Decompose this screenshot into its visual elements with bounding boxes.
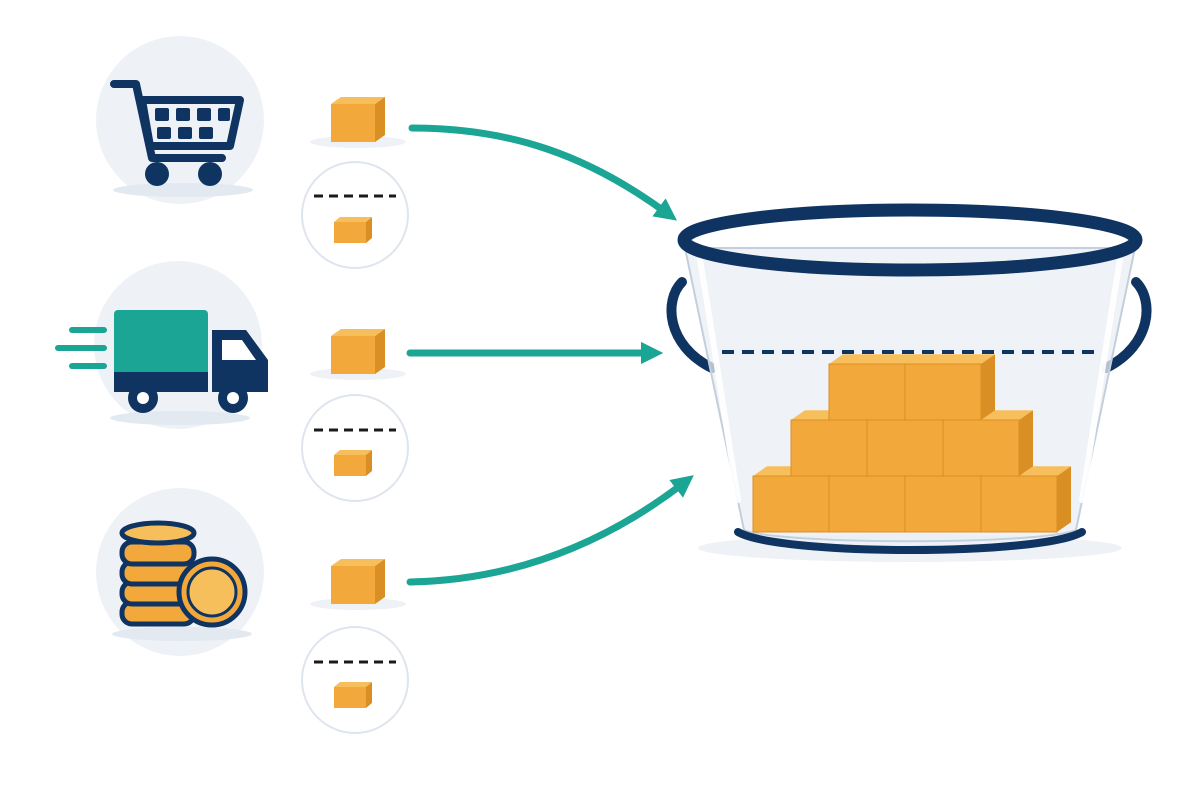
shopping-cart-icon (110, 80, 244, 186)
incoming-token-cube (331, 559, 385, 604)
rate-token-cube (334, 217, 372, 243)
rate-indicator-truck (301, 394, 409, 502)
rate-indicator-coins (301, 626, 409, 734)
incoming-token-cube (331, 97, 385, 142)
rate-token-cube (334, 682, 372, 708)
rate-indicator-cart (301, 161, 409, 269)
coin-stack-icon (119, 520, 248, 628)
source-row-coins (96, 475, 694, 734)
bucket-token-stack (752, 354, 1071, 533)
bucket-icon (666, 203, 1152, 562)
bucket-token-cube (980, 466, 1071, 533)
rate-token-cube (334, 450, 372, 476)
flow-arrow-cart (408, 124, 678, 221)
incoming-token-cube (331, 329, 385, 374)
source-row-cart (96, 36, 678, 269)
delivery-truck-icon (55, 310, 268, 413)
flow-arrow-coins (406, 475, 694, 586)
source-row-truck (55, 261, 664, 502)
bucket-token-cube (904, 354, 995, 421)
bucket-rim (677, 203, 1143, 277)
